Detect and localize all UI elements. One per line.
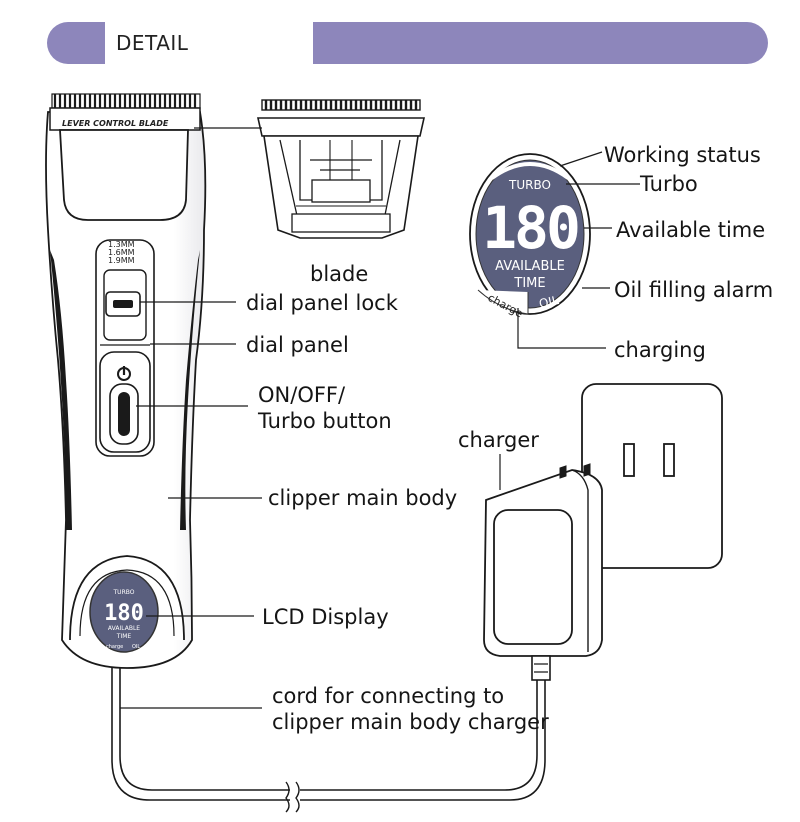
small-lcd-oil: OIL [132, 644, 140, 650]
label-lcd-display: LCD Display [262, 605, 389, 629]
label-dial-panel: dial panel [246, 333, 349, 357]
label-cord-line1: cord for connecting to [272, 684, 505, 708]
left-grip [50, 250, 72, 530]
lcd-time-text: TIME [513, 276, 545, 291]
header-title-box [105, 22, 305, 64]
label-available-time: Available time [616, 218, 766, 242]
label-working-status: Working status [604, 143, 761, 167]
lcd-oil-text: OIL [538, 293, 560, 311]
header-accent-left [47, 22, 105, 64]
blade-illustration [257, 99, 425, 239]
clipper-illustration: LEVER CONTROL BLADE 1.3MM 1.6MM 1.9MM [45, 93, 546, 813]
cord [111, 668, 290, 801]
small-lcd-time: TIME [116, 633, 132, 640]
blade-size-1: 1.3MM [108, 240, 135, 249]
label-turbo: Turbo [640, 172, 698, 196]
blade-housing-text: LEVER CONTROL BLADE [62, 119, 169, 128]
label-turbo-button: Turbo button [258, 409, 392, 433]
small-lcd-charge: charge [106, 644, 123, 650]
small-lcd [89, 571, 159, 653]
blade-size-2: 1.6MM [108, 248, 135, 257]
header-accent-right [313, 22, 768, 64]
lcd-turbo-text: TURBO [508, 178, 551, 192]
lcd-illustration: TURBO 180 AVAILABLE TIME charge OIL [469, 153, 591, 321]
small-lcd-turbo: TURBO [113, 589, 135, 596]
label-clipper-main-body: clipper main body [268, 486, 458, 510]
right-grip [180, 250, 200, 530]
small-lcd-available: AVAILABLE [108, 625, 140, 632]
label-charger: charger [458, 428, 539, 452]
blade-cover [59, 129, 189, 221]
label-cord-line2: clipper main body charger [272, 710, 549, 734]
wall-socket [581, 383, 723, 569]
label-charging: charging [614, 338, 706, 362]
lcd-available-text: AVAILABLE [495, 259, 565, 274]
clipper-teeth [51, 93, 201, 109]
charger-illustration [483, 463, 603, 681]
leader-lines [120, 127, 640, 709]
lcd-digits: 180 [482, 194, 578, 262]
label-blade: blade [310, 262, 369, 286]
small-lcd-digits: 180 [104, 601, 144, 626]
header-title: DETAIL [116, 31, 189, 55]
label-on-off: ON/OFF/ [258, 383, 346, 407]
label-dial-panel-lock: dial panel lock [246, 291, 398, 315]
blade-size-3: 1.9MM [108, 256, 135, 265]
label-oil-alarm: Oil filling alarm [614, 278, 774, 302]
